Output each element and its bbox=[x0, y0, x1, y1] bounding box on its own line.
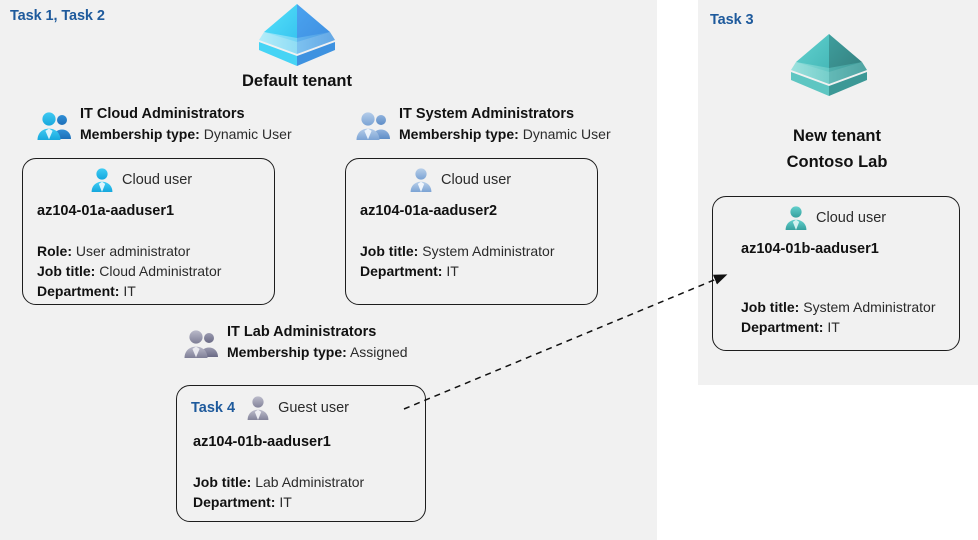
card-properties: Job title: System Administrator Departme… bbox=[360, 241, 555, 281]
group-name: IT Cloud Administrators bbox=[80, 106, 245, 122]
card-property-label: Department: bbox=[193, 494, 276, 510]
card-properties: Role: User administrator Job title: Clou… bbox=[37, 241, 221, 301]
card-upn: az104-01b-aaduser1 bbox=[741, 241, 879, 257]
default-tenant-title: Default tenant bbox=[241, 72, 352, 90]
new-tenant-title-line2: Contoso Lab bbox=[786, 153, 888, 171]
group-membership: Membership type: Assigned bbox=[227, 342, 408, 362]
card-property-row: Department: IT bbox=[360, 261, 555, 281]
card-property-value: System Administrator bbox=[422, 243, 555, 259]
new-tenant-title-line1: New tenant bbox=[792, 127, 881, 145]
card-property-value: IT bbox=[446, 263, 459, 279]
cloud-user-icon bbox=[408, 167, 434, 193]
card-user-type: Cloud user bbox=[122, 172, 193, 188]
card-property-label: Department: bbox=[360, 263, 443, 279]
card-property-value: User administrator bbox=[75, 243, 191, 259]
card-property-row: Job title: System Administrator bbox=[741, 297, 936, 317]
group-name: IT System Administrators bbox=[399, 106, 575, 122]
group-users-icon bbox=[183, 329, 219, 359]
user-card-az104-01b-aaduser1-new-tenant[interactable]: Cloud user az104-01b-aaduser1 Job title:… bbox=[712, 196, 960, 351]
group-it-lab-administrators: IT Lab Administrators Membership type: A… bbox=[183, 323, 408, 362]
group-membership: Membership type: Dynamic User bbox=[399, 124, 611, 144]
group-membership-value: Assigned bbox=[349, 344, 408, 360]
group-membership-value: Dynamic User bbox=[203, 126, 292, 142]
card-property-value: IT bbox=[279, 494, 292, 510]
card-property-row: Job title: Lab Administrator bbox=[193, 472, 364, 492]
card-user-type-row: Cloud user bbox=[783, 205, 886, 231]
task-label-right: Task 3 bbox=[710, 12, 754, 28]
group-membership-label: Membership type: bbox=[227, 344, 347, 360]
card-upn: az104-01a-aaduser2 bbox=[360, 203, 498, 219]
group-it-cloud-administrators: IT Cloud Administrators Membership type:… bbox=[36, 105, 292, 144]
card-property-label: Role: bbox=[37, 243, 72, 259]
card-property-label: Job title: bbox=[360, 243, 419, 259]
user-card-az104-01a-aaduser1[interactable]: Cloud user az104-01a-aaduser1 Role: User… bbox=[22, 158, 275, 305]
card-upn: az104-01a-aaduser1 bbox=[37, 203, 175, 219]
guest-user-icon bbox=[245, 395, 271, 421]
user-card-az104-01a-aaduser2[interactable]: Cloud user az104-01a-aaduser2 Job title:… bbox=[345, 158, 598, 305]
card-user-type: Cloud user bbox=[816, 210, 887, 226]
card-property-row: Department: IT bbox=[741, 317, 936, 337]
card-property-value: Lab Administrator bbox=[255, 474, 365, 490]
card-property-value: System Administrator bbox=[803, 299, 936, 315]
card-property-label: Job title: bbox=[741, 299, 800, 315]
azure-tenant-pyramid-icon-new bbox=[788, 32, 870, 98]
group-membership-value: Dynamic User bbox=[522, 126, 611, 142]
task-label-left: Task 1, Task 2 bbox=[10, 8, 105, 24]
group-membership-label: Membership type: bbox=[80, 126, 200, 142]
azure-tenant-pyramid-icon-default bbox=[256, 2, 338, 68]
card-upn: az104-01b-aaduser1 bbox=[193, 434, 331, 450]
cloud-user-icon bbox=[783, 205, 809, 231]
card-user-type: Cloud user bbox=[441, 172, 512, 188]
card-properties: Job title: Lab Administrator Department:… bbox=[193, 472, 364, 512]
card-property-value: IT bbox=[827, 319, 840, 335]
card-properties: Job title: System Administrator Departme… bbox=[741, 297, 936, 337]
card-property-value: IT bbox=[123, 283, 136, 299]
card-property-label: Job title: bbox=[37, 263, 96, 279]
group-membership-label: Membership type: bbox=[399, 126, 519, 142]
user-card-guest-az104-01b-aaduser1[interactable]: Task 4 Guest user az104-01b-aaduser1 Job… bbox=[176, 385, 426, 522]
group-membership: Membership type: Dynamic User bbox=[80, 124, 292, 144]
card-property-value: Cloud Administrator bbox=[99, 263, 222, 279]
card-property-row: Role: User administrator bbox=[37, 241, 221, 261]
group-users-icon bbox=[355, 111, 391, 141]
group-users-icon bbox=[36, 111, 72, 141]
card-property-row: Department: IT bbox=[37, 281, 221, 301]
card-user-type-row: Task 4 Guest user bbox=[191, 395, 349, 421]
cloud-user-icon bbox=[89, 167, 115, 193]
card-user-type-row: Cloud user bbox=[408, 167, 511, 193]
card-user-type: Guest user bbox=[278, 400, 349, 416]
card-property-row: Department: IT bbox=[193, 492, 364, 512]
card-property-label: Department: bbox=[741, 319, 824, 335]
card-property-row: Job title: Cloud Administrator bbox=[37, 261, 221, 281]
group-it-system-administrators: IT System Administrators Membership type… bbox=[355, 105, 611, 144]
group-name: IT Lab Administrators bbox=[227, 324, 377, 340]
card-task-label: Task 4 bbox=[191, 400, 236, 416]
card-property-row: Job title: System Administrator bbox=[360, 241, 555, 261]
card-property-label: Job title: bbox=[193, 474, 252, 490]
card-property-label: Department: bbox=[37, 283, 120, 299]
card-user-type-row: Cloud user bbox=[89, 167, 192, 193]
